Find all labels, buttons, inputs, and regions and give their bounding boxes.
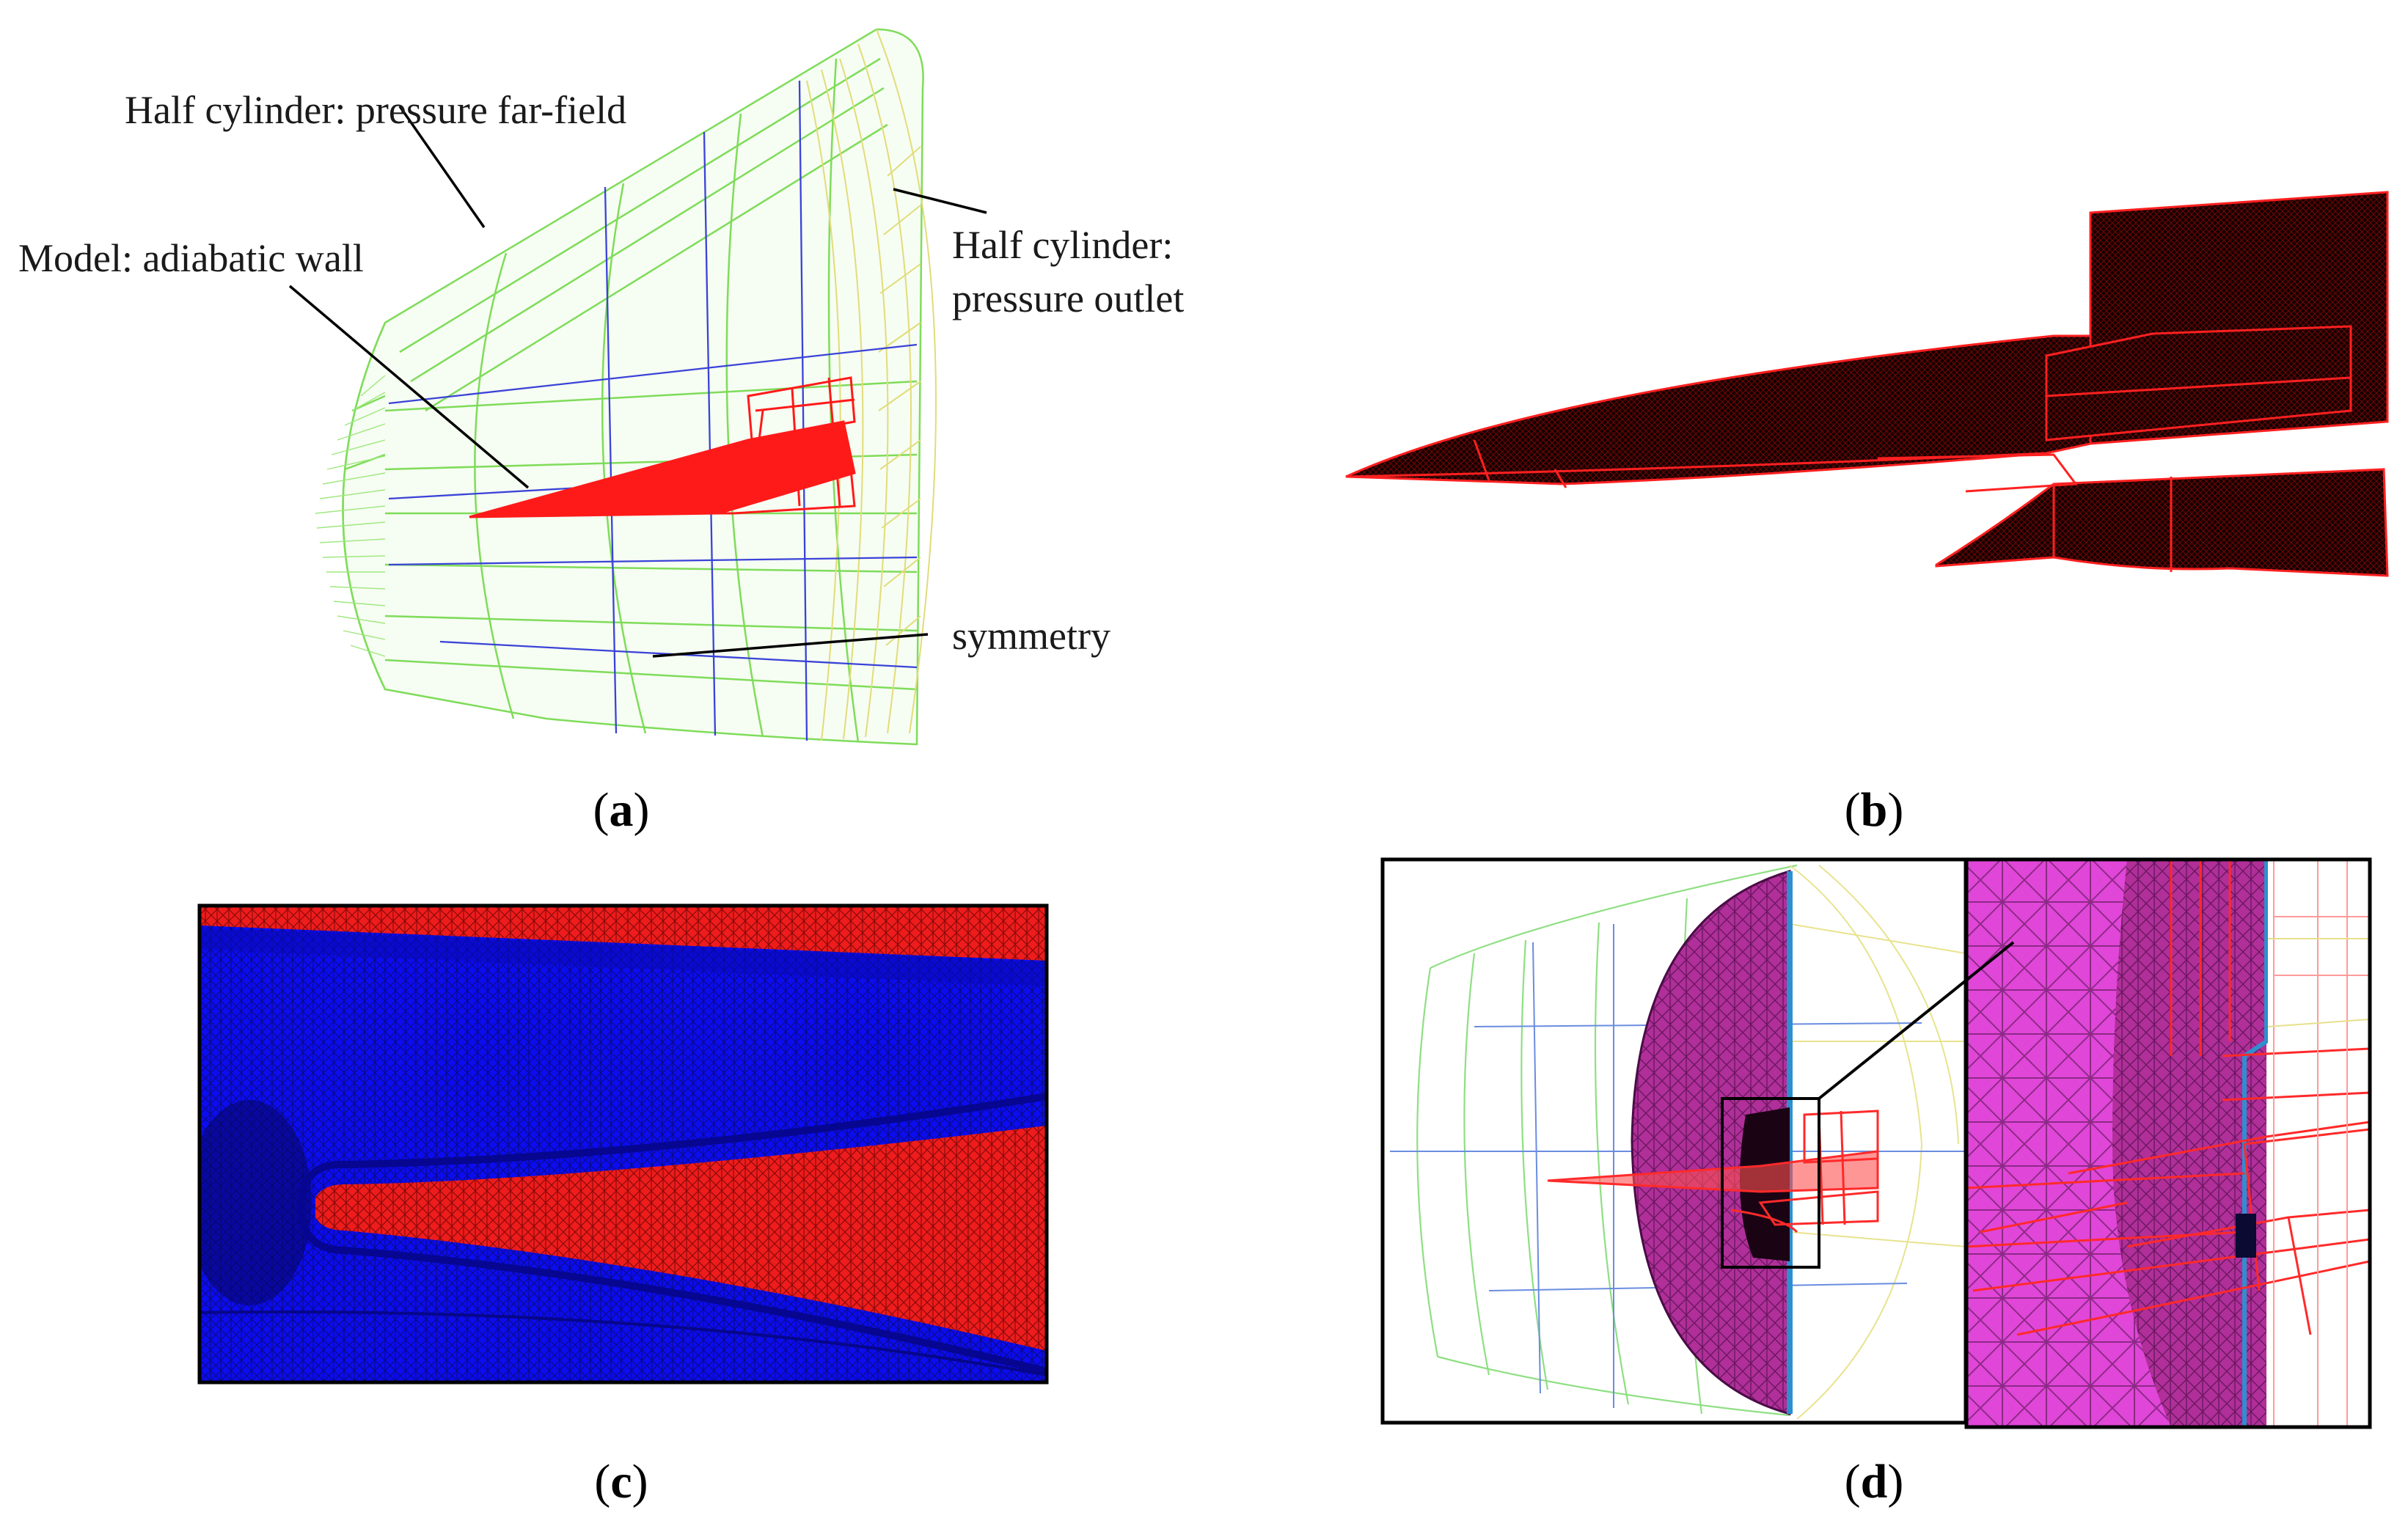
far-field-label: Half cylinder: pressure far-field (125, 88, 626, 132)
panel-c-frame (197, 903, 1049, 1385)
outlet-label-line2: pressure outlet (952, 276, 1184, 320)
outlet-mesh (806, 29, 937, 741)
panel-d: (d) (1380, 857, 2372, 1508)
panel-a: Half cylinder: pressure far-field Model:… (18, 28, 1184, 837)
symmetry-label: symmetry (952, 614, 1110, 658)
panel-c-letter: c (610, 1455, 632, 1508)
panel-b-caption: (b) (1845, 783, 1904, 837)
outlet-label-line1: Half cylinder: (952, 223, 1173, 267)
zoom-connector (1818, 941, 2015, 1100)
zoom-box (1721, 1097, 1820, 1269)
panel-d-right-frame (1964, 857, 2372, 1429)
surface-mesh-model (1345, 191, 2389, 577)
panel-d-caption: (d) (1845, 1455, 1904, 1508)
far-field-mesh (342, 28, 924, 746)
panel-b-letter: b (1861, 783, 1888, 837)
panel-c: (c) (197, 903, 1049, 1508)
panel-d-letter: d (1861, 1455, 1888, 1508)
panel-a-caption: (a) (593, 783, 650, 837)
wall-label: Model: adiabatic wall (18, 236, 364, 280)
panel-b: (b) (1345, 191, 2389, 837)
model-wireframe (469, 376, 856, 518)
panel-c-caption: (c) (594, 1455, 648, 1508)
panel-a-letter: a (610, 783, 634, 837)
